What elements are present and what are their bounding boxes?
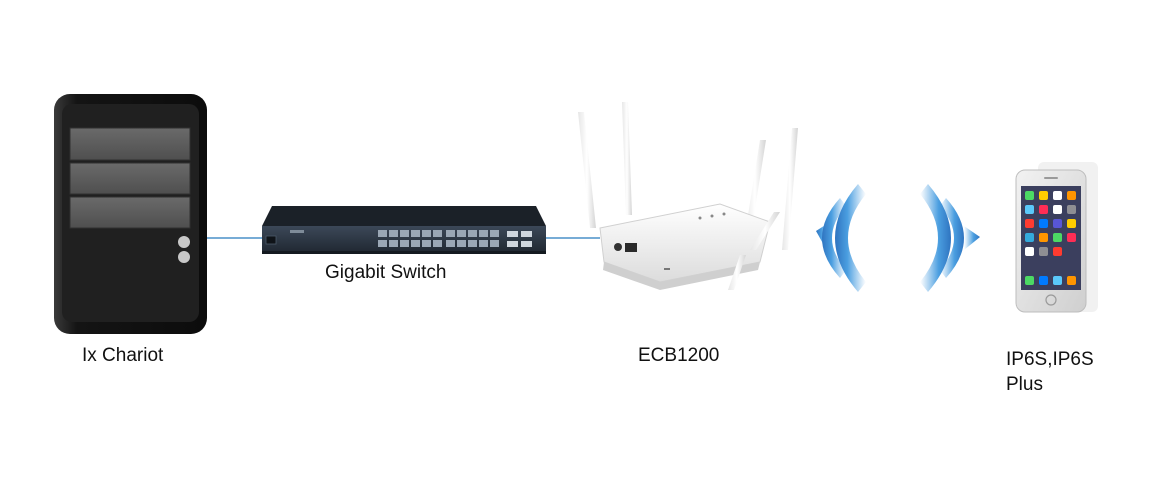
server-label: Ix Chariot (82, 345, 164, 366)
server-tower-icon (54, 94, 207, 334)
smartphone-icon (1015, 162, 1098, 313)
phone-app-grid (1025, 191, 1076, 285)
phone-label-line2: Plus (1006, 374, 1043, 395)
phone-label-line1: IP6S,IP6S (1006, 349, 1094, 370)
wifi-signal-icon (816, 184, 980, 292)
phone-label: IP6S,IP6S Plus (1006, 347, 1094, 397)
switch-label: Gigabit Switch (325, 262, 447, 283)
wireless-access-point-icon (578, 102, 798, 290)
access-point-label: ECB1200 (638, 345, 720, 366)
network-switch-icon (262, 206, 546, 254)
